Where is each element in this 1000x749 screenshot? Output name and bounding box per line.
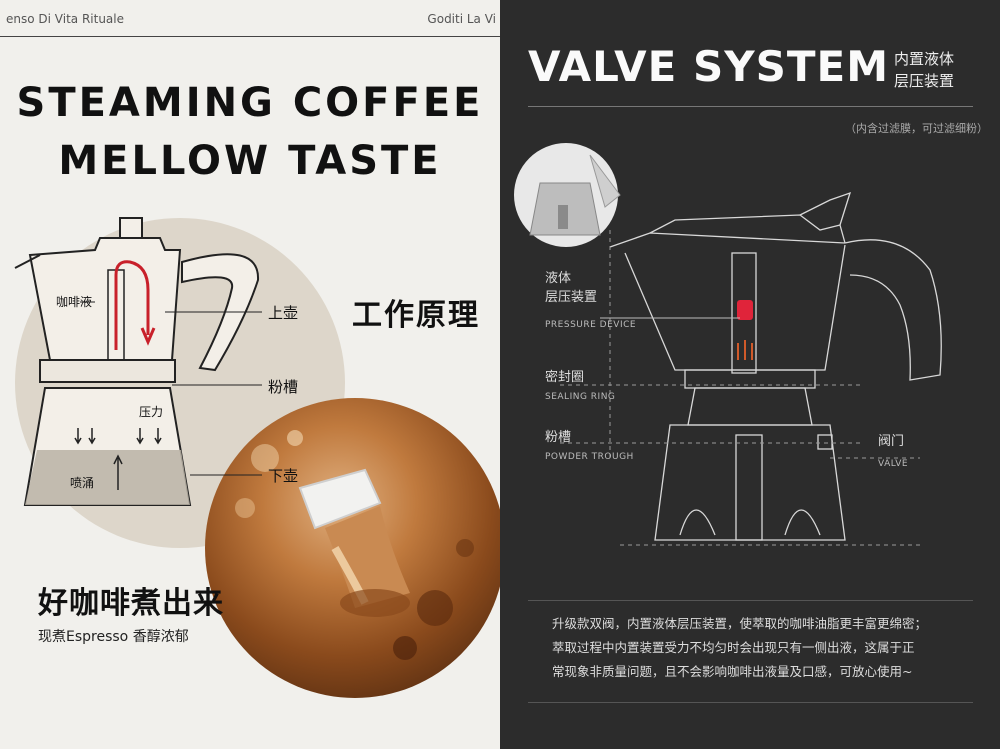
title-divider xyxy=(528,106,973,107)
label-spray: 喷涌 xyxy=(70,476,95,490)
label-powder-cn: 粉槽 xyxy=(545,430,572,445)
header-right-text: Goditi La Vi xyxy=(427,12,496,26)
paragraph-line-1: 升级款双阀，内置液体层压装置，使萃取的咖啡油脂更丰富更绵密； xyxy=(552,616,928,631)
header-left-text: enso Di Vita Rituale xyxy=(6,12,124,26)
coffee-photo-illustration xyxy=(235,430,474,660)
paragraph-line-2: 萃取过程中内置装置受力不均匀时会出现只有一侧出液，这属于正 xyxy=(552,640,915,655)
sub-slogan: 现煮Espresso 香醇浓郁 xyxy=(38,629,189,645)
headline-line-1: STEAMING COFFEE xyxy=(16,80,484,126)
principle-title: 工作原理 xyxy=(352,298,480,333)
paragraph-bottom-divider xyxy=(528,702,973,703)
label-powder-en: POWDER TROUGH xyxy=(545,452,634,462)
moka-pot-diagram xyxy=(14,217,262,506)
label-pressure-cn-2: 层压装置 xyxy=(545,290,598,305)
headline-line-2: MELLOW TASTE xyxy=(58,138,442,184)
label-sealing-en: SEALING RING xyxy=(545,392,616,402)
label-upper-pot: 上壶 xyxy=(268,304,299,322)
label-sealing-cn: 密封圈 xyxy=(545,370,585,385)
valve-blueprint-diagram xyxy=(514,143,942,546)
filter-note: （内含过滤膜，可过滤细粉） xyxy=(845,122,988,135)
title-cn-line-2: 层压装置 xyxy=(894,72,955,90)
header-divider xyxy=(0,36,500,37)
left-panel: enso Di Vita Rituale Goditi La Vi STEAMI… xyxy=(0,0,500,749)
title-cn-line-1: 内置液体 xyxy=(894,50,955,68)
label-coffee-liquid: 咖啡液 xyxy=(56,295,93,309)
valve-system-title: VALVE SYSTEM xyxy=(528,42,890,91)
label-powder-trough: 粉槽 xyxy=(268,378,299,396)
pressure-device-red-part xyxy=(737,300,753,320)
label-valve-cn: 阀门 xyxy=(878,434,905,449)
label-pressure-cn-1: 液体 xyxy=(545,271,572,286)
coffee-photo xyxy=(205,398,500,698)
label-pressure: 压力 xyxy=(139,405,164,419)
label-lower-pot: 下壶 xyxy=(268,467,299,485)
label-pressure-en: PRESSURE DEVICE xyxy=(545,320,637,330)
label-valve-en: VALVE xyxy=(878,459,909,469)
paragraph-line-3: 常现象非质量问题，且不会影响咖啡出液量及口感，可放心使用~ xyxy=(552,664,913,679)
right-panel: VALVE SYSTEM 内置液体 层压装置 （内含过滤膜，可过滤细粉） xyxy=(500,0,1000,749)
slogan: 好咖啡煮出来 xyxy=(38,586,224,621)
paragraph-top-divider xyxy=(528,600,973,601)
